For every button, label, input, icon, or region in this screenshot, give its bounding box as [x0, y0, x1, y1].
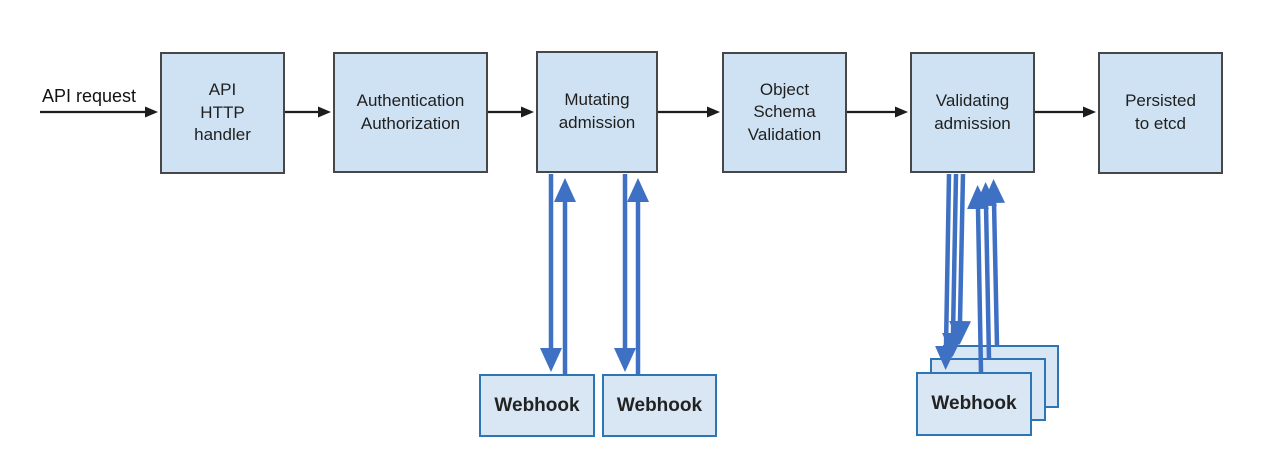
- stage-label-authentication-authorization: Authentication Authorization: [356, 90, 465, 133]
- mutating-webhook-1: Webhook: [479, 374, 595, 437]
- stage-validating-admission: Validating admission: [910, 52, 1035, 173]
- validating-webhook-label: Webhook: [931, 393, 1017, 414]
- mutating-webhook-2-label: Webhook: [616, 394, 703, 416]
- validating-webhook-call-arrows: [935, 173, 972, 370]
- validating-webhook-stack-front: Webhook: [916, 372, 1032, 436]
- mutating-webhook-1-label: Webhook: [494, 394, 580, 416]
- stage-persisted-to-etcd: Persisted to etcd: [1098, 52, 1223, 174]
- stage-label-persisted-to-etcd: Persisted to etcd: [1125, 91, 1196, 133]
- stage-object-schema-validation: Object Schema Validation: [722, 52, 847, 173]
- stage-api-http-handler: API HTTP handler: [160, 52, 285, 174]
- stage-label-api-http-handler: API HTTP handler: [194, 80, 251, 145]
- api-request-label: API request: [42, 86, 137, 106]
- stage-label-mutating-admission: Mutating admission: [558, 90, 636, 132]
- stage-label-object-schema-validation: Object Schema Validation: [747, 79, 822, 144]
- stage-mutating-admission: Mutating admission: [536, 51, 658, 173]
- mutating-webhook-2: Webhook: [602, 374, 717, 437]
- stage-label-validating-admission: Validating admission: [934, 90, 1011, 133]
- stage-authentication-authorization: Authentication Authorization: [333, 52, 488, 173]
